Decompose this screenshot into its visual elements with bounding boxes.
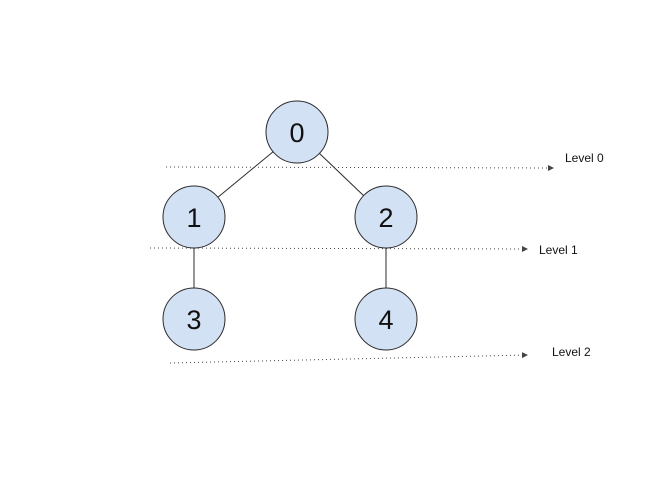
node-label-3: 3 <box>186 305 201 335</box>
tree-node-3: 3 <box>162 287 226 351</box>
level-2-label: Level 2 <box>552 345 591 359</box>
node-circle-2 <box>354 185 418 249</box>
level-2-arrow <box>169 352 528 364</box>
levels-layer: Level 0 Level 1 Level 2 <box>149 151 604 364</box>
node-circle-4 <box>354 287 418 351</box>
level-0-label: Level 0 <box>565 151 604 165</box>
level-1-label: Level 1 <box>539 243 578 257</box>
edge-0-2 <box>319 153 364 196</box>
node-label-4: 4 <box>378 305 393 335</box>
tree-node-2: 2 <box>354 185 418 249</box>
node-label-0: 0 <box>289 118 304 148</box>
node-label-2: 2 <box>378 203 393 233</box>
node-label-1: 1 <box>186 203 201 233</box>
tree-node-0: 0 <box>265 100 329 164</box>
node-circle-0 <box>265 100 329 164</box>
node-circle-1 <box>162 185 226 249</box>
nodes-layer: 0 1 2 3 4 <box>162 100 418 351</box>
edge-0-1 <box>217 151 274 198</box>
level-0-arrow <box>165 164 554 171</box>
tree-node-1: 1 <box>162 185 226 249</box>
level-1-arrow <box>149 245 528 252</box>
edges-layer <box>193 151 387 288</box>
node-circle-3 <box>162 287 226 351</box>
tree-node-4: 4 <box>354 287 418 351</box>
